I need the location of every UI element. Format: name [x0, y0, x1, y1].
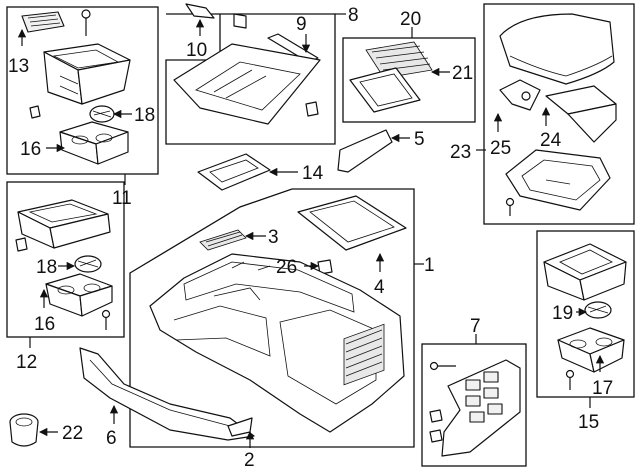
part-4-mat: [297, 195, 407, 251]
group-box-11: [6, 6, 159, 175]
callout-9: 9: [296, 14, 307, 35]
part-clip-8: [233, 13, 247, 29]
group-box-23: [483, 3, 635, 225]
callout-10: 10: [186, 40, 207, 61]
callout-20: 20: [400, 9, 421, 30]
part-7-pin: [429, 361, 456, 371]
part-17-cupholder: [557, 327, 625, 373]
part-26-clip: [317, 259, 333, 275]
part-22-knob: [9, 413, 39, 447]
callout-26: 26: [276, 257, 297, 278]
part-clip-small-12: [15, 237, 28, 252]
part-clip-small-11: [29, 105, 41, 119]
group-box-1: [129, 188, 415, 448]
part-16-cupholder-12: [45, 273, 113, 317]
part-hinge: [499, 79, 541, 111]
callout-14: 14: [302, 163, 324, 184]
group-box-20: [342, 37, 476, 123]
callout-3: 3: [268, 227, 279, 248]
part-armrest-lid: [499, 13, 615, 85]
callout-5: 5: [414, 129, 425, 150]
callout-17: 17: [592, 378, 613, 399]
part-clip-8b: [305, 101, 319, 117]
callout-2: 2: [244, 450, 255, 471]
callout-24: 24: [540, 130, 562, 151]
callout-6: 6: [106, 428, 117, 449]
part-bracket-8: [173, 43, 321, 125]
part-7-clips: [429, 409, 443, 443]
callout-13: 13: [8, 56, 29, 77]
group-box-15: [536, 230, 635, 398]
part-18-trim-ring-12: [74, 255, 102, 273]
callout-19: 19: [552, 303, 573, 324]
part-21-mat: [365, 41, 433, 79]
callout-22: 22: [62, 423, 83, 444]
part-19-ring: [584, 301, 612, 319]
callout-25: 25: [490, 138, 511, 159]
group-box-8: [165, 13, 336, 145]
part-14-bracket: [197, 153, 271, 191]
callout-23: 23: [450, 142, 471, 163]
part-18-trim-ring: [89, 105, 115, 123]
callout-1: 1: [424, 255, 435, 276]
part-base-23: [505, 149, 611, 211]
part-25-screw: [521, 91, 531, 101]
callout-11: 11: [112, 188, 132, 209]
callout-4: 4: [374, 277, 385, 298]
callout-8: 8: [348, 5, 359, 26]
callout-18a: 18: [134, 105, 155, 126]
part-bin-tray: [43, 43, 131, 105]
part-20-tray: [349, 67, 421, 113]
part-pin-12: [101, 309, 111, 330]
part-pin-15: [565, 369, 575, 390]
part-9-strip: [267, 33, 319, 63]
callout-16b: 16: [34, 314, 55, 335]
part-bin-tray-12: [17, 199, 111, 249]
part-16-cupholder: [59, 121, 129, 165]
part-13-mat: [21, 11, 65, 33]
callout-7: 7: [470, 316, 481, 337]
part-15-bin: [543, 243, 627, 301]
callout-21: 21: [452, 63, 473, 84]
callout-16a: 16: [20, 139, 41, 160]
part-5-panel: [337, 129, 393, 173]
group-box-7: [421, 343, 527, 467]
part-10-clip: [185, 3, 215, 19]
part-bolt-23: [505, 197, 515, 216]
part-pin: [81, 9, 91, 36]
group-box-12: [6, 181, 125, 338]
callout-12: 12: [16, 352, 37, 373]
part-7-switch-panel: [441, 359, 521, 457]
callout-18b: 18: [36, 257, 57, 278]
part-3-mat: [199, 229, 247, 251]
part-1-console: [149, 253, 405, 433]
callout-15: 15: [578, 412, 599, 433]
part-24-liner: [545, 85, 617, 143]
